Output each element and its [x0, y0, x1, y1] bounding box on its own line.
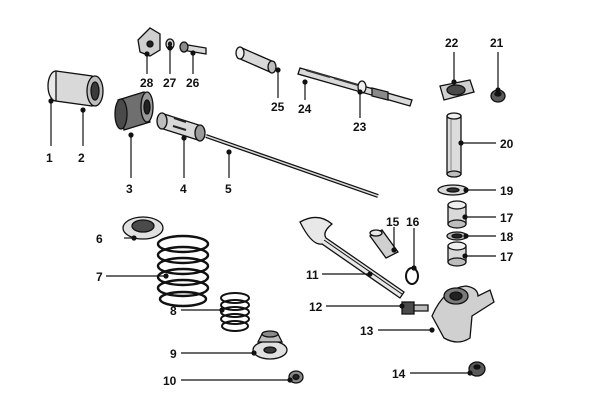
callout-17-upper: 17: [500, 211, 514, 225]
part-pin-25: [235, 46, 277, 74]
part-thrust-washer: [437, 184, 469, 196]
part-clamp-bracket: [439, 79, 475, 101]
part-bushing-upper: [447, 200, 467, 229]
callout-18: 18: [500, 230, 514, 244]
callout-25: 25: [271, 100, 285, 114]
callout-27: 27: [163, 76, 177, 90]
callout-28: 28: [140, 76, 154, 90]
callout-10: 10: [163, 374, 177, 388]
callout-5: 5: [225, 182, 232, 196]
part-small-spring: [220, 292, 250, 332]
callout-24: 24: [298, 102, 312, 116]
part-long-rod: [205, 134, 379, 198]
callout-9: 9: [170, 347, 177, 361]
callout-6: 6: [96, 232, 103, 246]
callout-13: 13: [360, 324, 374, 338]
callout-7: 7: [96, 270, 103, 284]
callout-21: 21: [490, 36, 504, 50]
callout-8: 8: [170, 304, 177, 318]
callout-2: 2: [78, 151, 85, 165]
callout-14: 14: [392, 367, 406, 381]
callout-4: 4: [180, 182, 187, 196]
callout-numbers: 1 2 3 4 5 6 7 8 9 10 11 12 13 14 15 16 1…: [46, 36, 514, 388]
part-bolt-26: [179, 41, 207, 55]
part-rocker-shaft: [446, 112, 462, 178]
callout-1: 1: [46, 151, 53, 165]
part-bushing-lower: [447, 241, 467, 267]
part-knurled-nut: [114, 91, 154, 131]
callout-12: 12: [309, 300, 323, 314]
callout-15: 15: [386, 215, 400, 229]
leader-lines: [48, 45, 501, 383]
part-adjusting-screw: [401, 301, 429, 315]
callout-19: 19: [500, 184, 514, 198]
callout-26: 26: [186, 76, 200, 90]
callout-3: 3: [126, 182, 133, 196]
callout-20: 20: [500, 137, 514, 151]
part-circlip: [405, 267, 419, 285]
part-large-spring: [156, 234, 210, 308]
callout-16: 16: [406, 215, 420, 229]
part-rocker-arm: [431, 285, 495, 343]
part-spring-retainer-cup: [122, 216, 164, 240]
part-threaded-rod: [297, 67, 413, 107]
part-flanged-bushing: [47, 70, 104, 107]
part-nut-14: [468, 361, 486, 377]
callout-22: 22: [445, 36, 459, 50]
part-valve-retainer: [252, 330, 288, 360]
part-valve: [299, 216, 405, 299]
part-small-sleeve: [369, 229, 399, 259]
part-bracket-28: [137, 27, 161, 57]
part-slotted-sleeve: [156, 112, 206, 142]
callout-17-lower: 17: [500, 250, 514, 264]
part-cap-nut: [490, 89, 506, 103]
callout-23: 23: [353, 120, 367, 134]
callout-11: 11: [306, 268, 319, 282]
